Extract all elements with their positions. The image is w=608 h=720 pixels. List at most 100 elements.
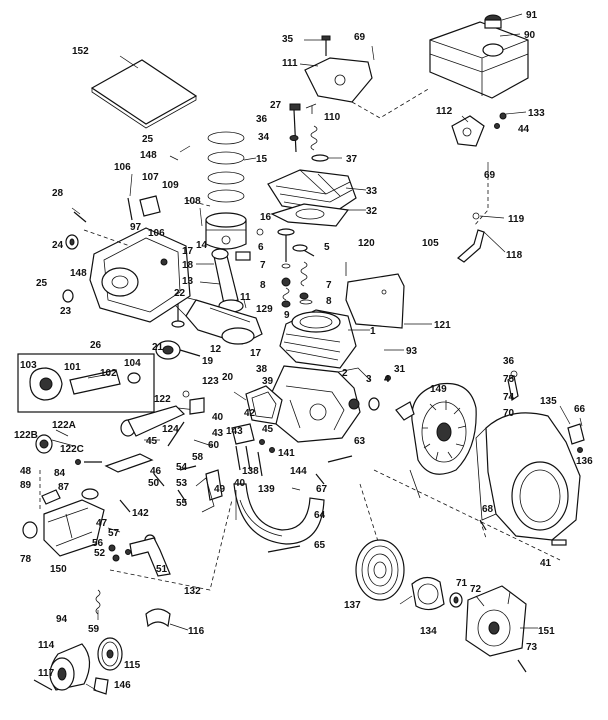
callout-65: 65 bbox=[314, 540, 326, 551]
callout-43: 43 bbox=[212, 428, 224, 439]
callout-2: 2 bbox=[342, 368, 348, 379]
part-59-spring bbox=[95, 589, 101, 615]
callout-9: 9 bbox=[284, 310, 290, 321]
callout-133: 133 bbox=[528, 108, 545, 119]
callout-7b: 7 bbox=[326, 280, 332, 291]
callout-66: 66 bbox=[574, 404, 586, 415]
part-8-springs bbox=[281, 261, 313, 308]
callout-132: 132 bbox=[184, 586, 201, 597]
part-14-piston bbox=[205, 212, 247, 250]
callout-69a: 69 bbox=[354, 32, 366, 43]
part-152-manual bbox=[90, 55, 198, 129]
callout-3: 3 bbox=[366, 374, 372, 385]
callout-119: 119 bbox=[508, 214, 525, 225]
part-135-bracket bbox=[559, 405, 585, 453]
callout-31: 31 bbox=[394, 364, 406, 375]
callout-36b: 36 bbox=[503, 356, 515, 367]
callout-124: 124 bbox=[162, 424, 179, 435]
part-121-baffle bbox=[345, 262, 432, 329]
callout-6: 6 bbox=[258, 242, 264, 253]
callout-49: 49 bbox=[214, 484, 226, 495]
part-137-rotating-screen bbox=[355, 539, 405, 601]
callout-51: 51 bbox=[156, 564, 168, 575]
part-71-nut bbox=[449, 592, 463, 608]
part-151-recoil-starter bbox=[465, 585, 527, 673]
callout-111: 111 bbox=[282, 58, 298, 69]
callout-58: 58 bbox=[192, 452, 204, 463]
callout-45a: 45 bbox=[262, 424, 274, 435]
callout-20: 20 bbox=[222, 372, 234, 383]
callout-47: 47 bbox=[96, 518, 108, 529]
part-112-tank-mount bbox=[451, 111, 527, 227]
callout-150: 150 bbox=[50, 564, 67, 575]
callout-17a: 17 bbox=[182, 246, 194, 257]
callout-69b: 69 bbox=[484, 170, 496, 181]
callout-25a: 25 bbox=[142, 134, 154, 145]
callout-112: 112 bbox=[436, 106, 453, 117]
callout-48: 48 bbox=[20, 466, 32, 477]
callout-138: 138 bbox=[242, 466, 259, 477]
part-39-plate bbox=[245, 385, 283, 425]
callout-14: 14 bbox=[196, 240, 208, 251]
callout-152: 152 bbox=[72, 46, 89, 57]
part-16-clip bbox=[235, 228, 264, 261]
part-3-seal bbox=[368, 375, 391, 411]
callout-141: 141 bbox=[278, 448, 295, 459]
callout-143: 143 bbox=[226, 426, 243, 437]
callout-68: 68 bbox=[482, 504, 494, 515]
part-114-starter-cup bbox=[33, 643, 109, 695]
callout-106a: 106 bbox=[114, 162, 131, 173]
callout-137: 137 bbox=[344, 600, 361, 611]
callout-64: 64 bbox=[314, 510, 326, 521]
part-6-valve bbox=[277, 228, 315, 287]
callout-19: 19 bbox=[202, 356, 214, 367]
callout-26: 26 bbox=[90, 340, 102, 351]
callout-142: 142 bbox=[132, 508, 149, 519]
callout-122: 122 bbox=[154, 394, 171, 405]
callout-103: 103 bbox=[20, 360, 37, 371]
callout-144: 144 bbox=[290, 466, 307, 477]
callout-23: 23 bbox=[60, 306, 72, 317]
callout-18: 18 bbox=[182, 260, 194, 271]
callout-33: 33 bbox=[366, 186, 378, 197]
callout-56: 56 bbox=[92, 538, 104, 549]
part-70-blower-housing bbox=[475, 370, 581, 541]
callout-109: 109 bbox=[162, 180, 179, 191]
part-134-cup bbox=[411, 576, 445, 611]
callout-122a: 122A bbox=[52, 420, 76, 431]
part-24-seal bbox=[62, 197, 133, 303]
callout-1: 1 bbox=[370, 326, 376, 337]
part-150-carburetor bbox=[22, 488, 105, 557]
leader-lines bbox=[55, 145, 538, 691]
callout-104: 104 bbox=[124, 358, 141, 369]
callout-146: 146 bbox=[114, 680, 131, 691]
callout-41: 41 bbox=[540, 558, 552, 569]
callout-114: 114 bbox=[38, 640, 55, 651]
callout-94: 94 bbox=[56, 614, 68, 625]
part-63-rod bbox=[315, 455, 353, 485]
part-122a-filter bbox=[35, 434, 75, 454]
part-35-screw bbox=[304, 35, 331, 56]
callout-13: 13 bbox=[182, 276, 194, 287]
callout-73: 73 bbox=[526, 642, 538, 653]
callout-39: 39 bbox=[262, 376, 274, 387]
callout-46: 46 bbox=[150, 466, 162, 477]
callout-40b: 40 bbox=[234, 478, 246, 489]
callout-25b: 25 bbox=[36, 278, 48, 289]
callout-54: 54 bbox=[176, 462, 188, 473]
callout-27: 27 bbox=[270, 100, 282, 111]
part-15-piston-rings bbox=[207, 131, 257, 203]
part-crankcase bbox=[271, 365, 371, 443]
callout-8a: 8 bbox=[260, 280, 266, 291]
callout-107: 107 bbox=[142, 172, 159, 183]
callout-35: 35 bbox=[282, 34, 294, 45]
callout-21: 21 bbox=[152, 342, 164, 353]
callout-106b: 106 bbox=[148, 228, 165, 239]
callout-32: 32 bbox=[366, 206, 378, 217]
part-149-flywheel bbox=[395, 382, 477, 499]
callout-122b: 122B bbox=[14, 430, 38, 441]
part-68-screw bbox=[479, 519, 567, 546]
callout-67: 67 bbox=[316, 484, 328, 495]
part-governor-linkage bbox=[195, 423, 275, 513]
callout-57: 57 bbox=[108, 528, 120, 539]
